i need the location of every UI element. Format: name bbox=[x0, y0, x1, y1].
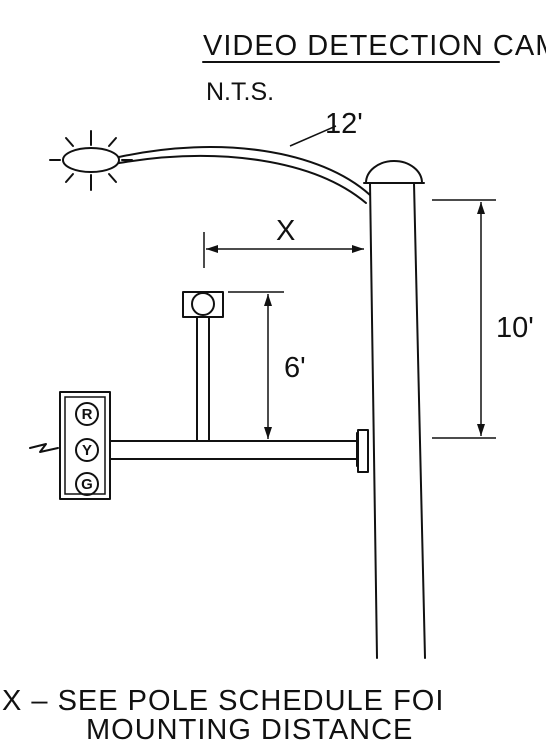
dimension-6ft bbox=[228, 291, 284, 439]
lens-label-green: G bbox=[81, 476, 93, 493]
diagram-title: VIDEO DETECTION CAMERA bbox=[203, 30, 546, 62]
signal-mast-arm bbox=[109, 429, 369, 473]
camera-riser bbox=[196, 316, 210, 442]
dimension-10ft bbox=[432, 199, 496, 439]
mounting-distance-label: X bbox=[276, 215, 295, 247]
red-lens-icon bbox=[75, 402, 99, 426]
dimension-x bbox=[203, 232, 364, 268]
traffic-signal-head: R Y G bbox=[59, 391, 111, 500]
luminaire-mast-arm bbox=[118, 146, 371, 204]
scale-note: N.T.S. bbox=[206, 78, 274, 106]
luminaire-icon bbox=[49, 130, 133, 191]
green-lens-icon bbox=[75, 472, 99, 496]
note-line-2: MOUNTING DISTANCE bbox=[86, 714, 413, 743]
arm-length-label: 12' bbox=[325, 108, 363, 140]
yellow-lens-icon bbox=[75, 438, 99, 462]
detector-height-label: 6' bbox=[284, 352, 306, 384]
break-line-icon bbox=[29, 443, 59, 453]
video-detector-camera bbox=[182, 291, 224, 318]
lens-label-yellow: Y bbox=[82, 442, 92, 459]
signal-pole bbox=[363, 160, 426, 659]
camera-height-label: 10' bbox=[496, 312, 534, 344]
lens-label-red: R bbox=[82, 406, 93, 423]
note-line-1: X – SEE POLE SCHEDULE FOI bbox=[2, 685, 444, 717]
arm-length-leader bbox=[289, 125, 337, 147]
